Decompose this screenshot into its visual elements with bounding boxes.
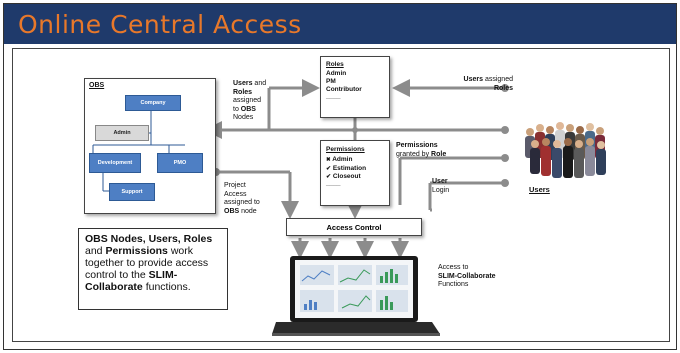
laptop-image [272,256,440,336]
role-admin: Admin [326,70,347,77]
users-group-image [525,122,606,178]
slide-title: Online Central Access [18,10,302,39]
user-login-label: User Login [432,178,450,194]
permission-admin: ✖ Admin [326,156,353,163]
users-assigned-roles-label: Users assigned Roles [463,76,513,92]
title-bar: Online Central Access [4,4,676,44]
summary-note: OBS Nodes, Users, Roles and Permissions … [78,228,228,310]
obs-heading: OBS [89,82,105,89]
roles-heading: Roles [326,61,344,68]
roles-box: Roles Admin PM Contributor ____ [320,56,390,118]
obs-node-company[interactable]: Company [125,95,181,111]
permissions-box: Permissions ✖ Admin ✔ Estimation ✔ Close… [320,140,390,206]
permission-estimation: ✔ Estimation [326,165,367,172]
permission-closeout: ✔ Closeout [326,173,361,180]
users-label: Users [529,185,550,194]
permissions-heading: Permissions [326,146,365,153]
obs-box: OBS Company Admin Development PMO Suppor… [84,78,216,214]
obs-node-admin[interactable]: Admin [95,125,149,141]
slide-content-border [12,48,670,342]
access-control-box: Access Control [286,218,422,236]
role-blank: ____ [326,93,341,100]
obs-node-support[interactable]: Support [109,183,155,201]
x-icon: ✖ [326,157,331,163]
role-pm: PM [326,78,336,85]
access-control-label: Access Control [326,222,382,232]
project-access-label: Project Access assigned to OBS node [224,182,260,215]
obs-node-development[interactable]: Development [89,153,141,173]
check-icon: ✔ [326,166,332,172]
check-icon: ✔ [326,174,332,180]
role-contributor: Contributor [326,86,362,93]
obs-node-pmo[interactable]: PMO [157,153,203,173]
users-roles-obs-label: Users and Roles assigned to OBS Nodes [233,80,267,121]
permissions-granted-label: Permissions granted by Role [396,142,447,158]
permission-blank: ____ [326,180,341,187]
access-functions-label: Access to SLIM-Collaborate Functions [438,264,496,288]
